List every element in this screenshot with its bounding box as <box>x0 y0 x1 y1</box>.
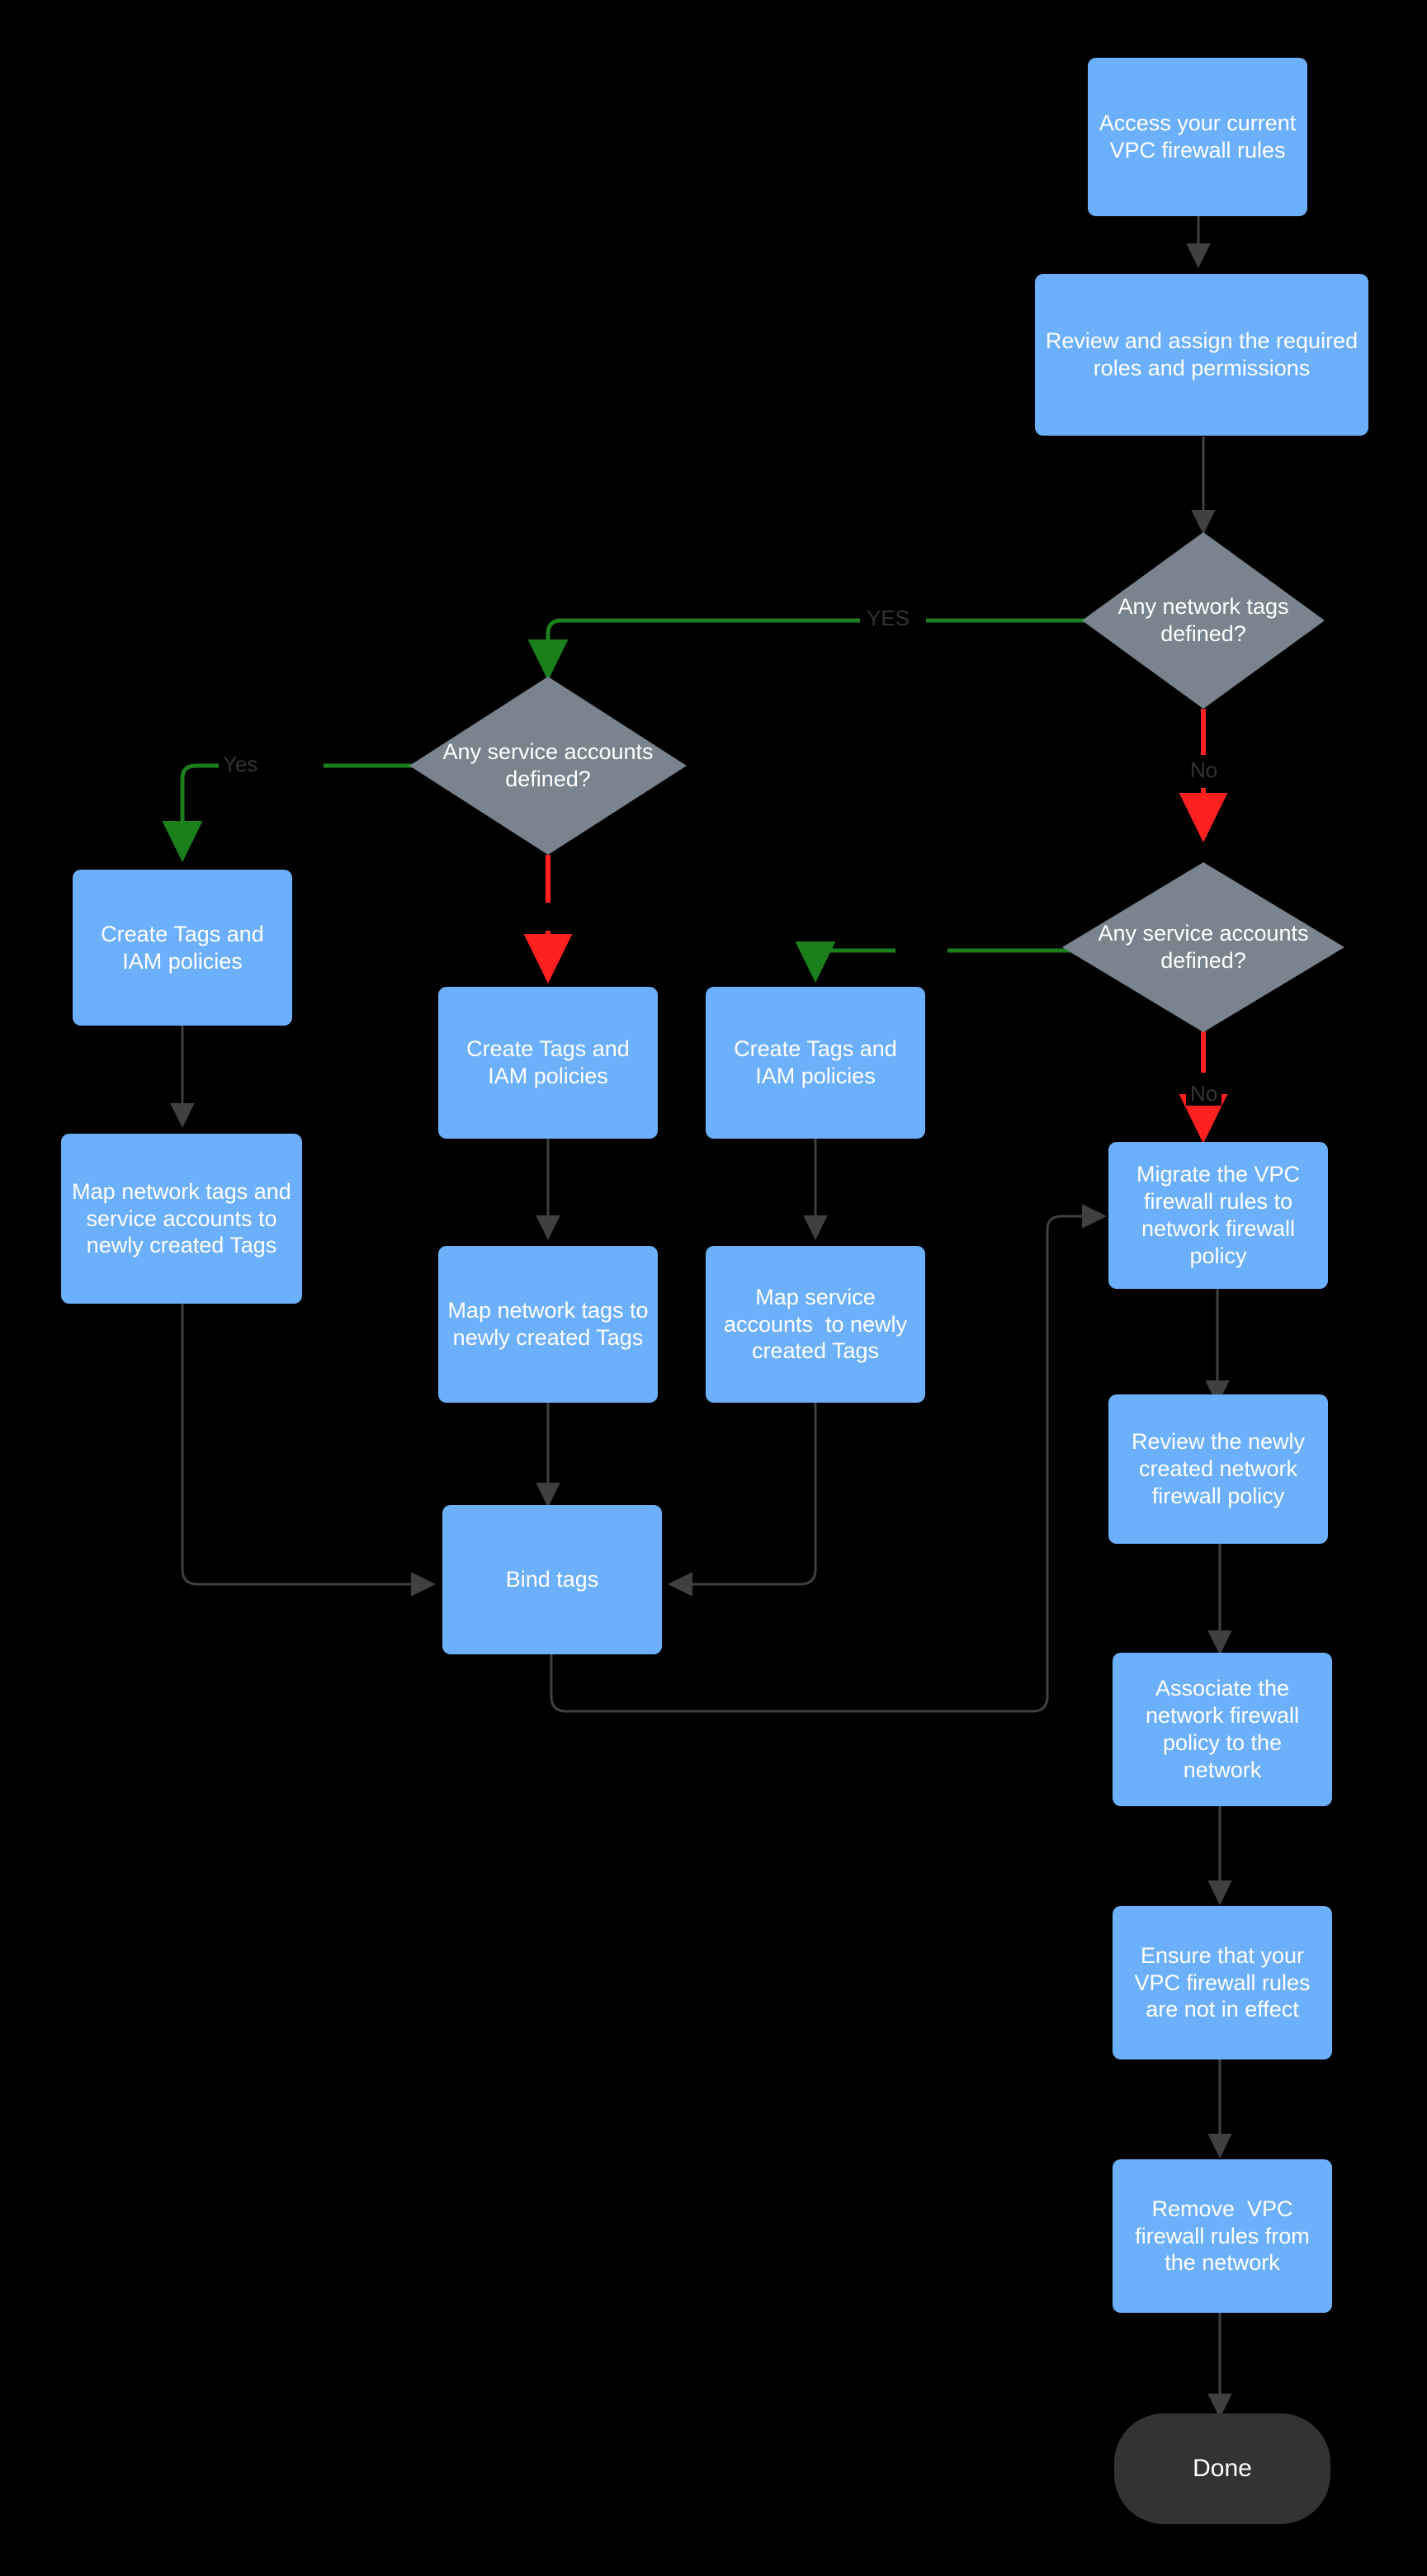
node-access-vpc[interactable]: Access your current VPC firewall rules <box>1088 58 1307 216</box>
node-associate-policy-label: Associate the network firewall policy to… <box>1145 1676 1306 1782</box>
node-associate-policy[interactable]: Associate the network firewall policy to… <box>1113 1653 1332 1806</box>
edge-map-service-to-bind <box>668 1403 817 1597</box>
node-create-tags-right[interactable]: Create Tags and IAM policies <box>706 987 925 1139</box>
edge-map-both-to-bind <box>181 1304 436 1597</box>
node-map-network-and-service-label: Map network tags and service accounts to… <box>72 1178 298 1258</box>
node-review-policy-label: Review the newly created network firewal… <box>1131 1429 1311 1508</box>
node-bind-tags-label: Bind tags <box>505 1567 599 1592</box>
edge-label-yes-network-tags: YES <box>862 606 914 630</box>
edge-label-yes-service-accounts-left: Yes <box>219 753 262 776</box>
node-create-tags-left-label: Create Tags and IAM policies <box>101 921 271 974</box>
node-migrate-rules-label: Migrate the VPC firewall rules to networ… <box>1136 1162 1307 1268</box>
node-decision-service-accounts-left-label: Any service accounts defined? <box>442 739 660 791</box>
node-access-vpc-label: Access your current VPC firewall rules <box>1099 111 1302 163</box>
edge-label-no-service-accounts-right: No <box>1186 1082 1222 1106</box>
node-remove-rules-label: Remove VPC firewall rules from the netwo… <box>1135 2196 1316 2276</box>
node-map-network-and-service[interactable]: Map network tags and service accounts to… <box>61 1134 302 1304</box>
node-review-policy[interactable]: Review the newly created network firewal… <box>1108 1394 1328 1544</box>
node-create-tags-right-label: Create Tags and IAM policies <box>734 1036 904 1088</box>
node-decision-service-accounts-right[interactable]: Any service accounts defined? <box>1062 862 1344 1032</box>
node-migrate-rules[interactable]: Migrate the VPC firewall rules to networ… <box>1108 1142 1328 1289</box>
node-map-network-tags[interactable]: Map network tags to newly created Tags <box>438 1246 658 1403</box>
node-bind-tags[interactable]: Bind tags <box>442 1505 662 1654</box>
node-map-network-tags-label: Map network tags to newly created Tags <box>447 1298 655 1350</box>
node-ensure-not-in-effect[interactable]: Ensure that your VPC firewall rules are … <box>1113 1906 1332 2059</box>
node-map-service-accounts-label: Map service accounts to newly created Ta… <box>723 1284 914 1364</box>
node-map-service-accounts[interactable]: Map service accounts to newly created Ta… <box>706 1246 925 1403</box>
node-review-roles[interactable]: Review and assign the required roles and… <box>1035 274 1368 436</box>
edge-sa-right-yes-2 <box>795 941 895 983</box>
node-create-tags-left[interactable]: Create Tags and IAM policies <box>73 870 292 1026</box>
node-create-tags-mid[interactable]: Create Tags and IAM policies <box>438 987 658 1139</box>
node-ensure-not-in-effect-label: Ensure that your VPC firewall rules are … <box>1134 1942 1317 2022</box>
node-done-label: Done <box>1193 2454 1252 2482</box>
edge-sa-left-yes-2 <box>162 763 244 862</box>
node-remove-rules[interactable]: Remove VPC firewall rules from the netwo… <box>1113 2159 1332 2313</box>
edge-network-tags-yes-2 <box>527 618 860 681</box>
edge-label-no-network-tags: No <box>1186 758 1222 782</box>
node-decision-service-accounts-left[interactable]: Any service accounts defined? <box>409 677 687 855</box>
node-create-tags-mid-label: Create Tags and IAM policies <box>466 1036 636 1088</box>
node-decision-network-tags[interactable]: Any network tags defined? <box>1082 532 1325 709</box>
node-decision-network-tags-label: Any network tags defined? <box>1118 594 1296 646</box>
node-review-roles-label: Review and assign the required roles and… <box>1045 328 1364 380</box>
node-done[interactable]: Done <box>1114 2413 1330 2524</box>
node-decision-service-accounts-right-label: Any service accounts defined? <box>1098 921 1316 973</box>
